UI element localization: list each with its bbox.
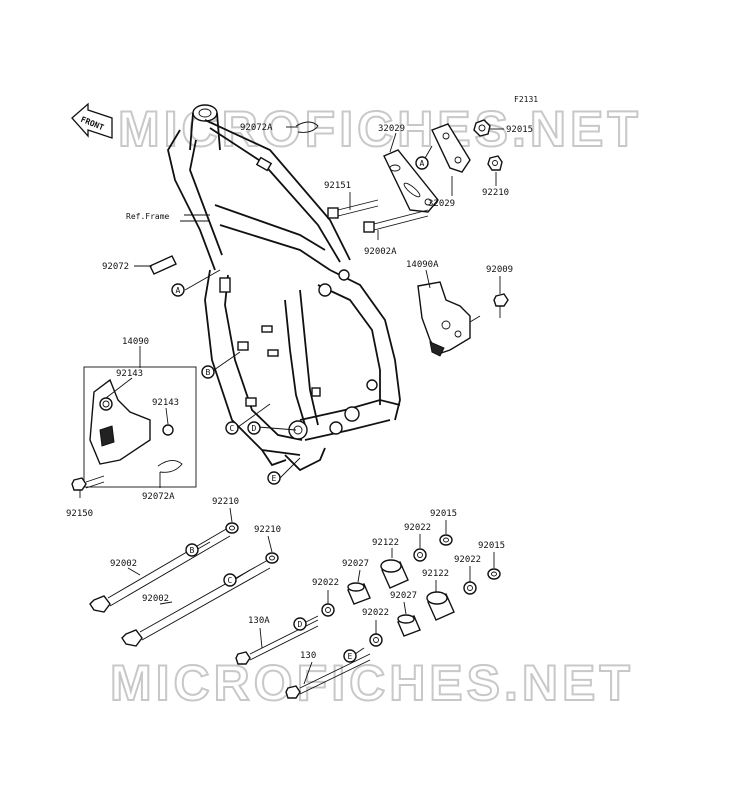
- callout-b-bolt: B: [185, 543, 199, 557]
- label-92072A-top: 92072A: [240, 123, 273, 133]
- label-92022-a: 92022: [404, 523, 431, 533]
- label-92210-top: 92210: [482, 188, 509, 198]
- label-92210-b: 92210: [254, 525, 281, 535]
- svg-text:C: C: [230, 424, 235, 433]
- svg-text:E: E: [272, 474, 277, 483]
- callout-e-bolt: E: [343, 649, 357, 663]
- svg-text:B: B: [190, 546, 195, 555]
- clamp-92072: [149, 255, 177, 275]
- bolt-92150: [71, 475, 105, 491]
- label-92151: 92151: [324, 181, 351, 191]
- label-14090: 14090: [122, 337, 149, 347]
- label-92015-a: 92015: [430, 509, 457, 519]
- bolt-130A: [235, 619, 319, 665]
- label-92072: 92072: [102, 262, 129, 272]
- washer-92022-d: [369, 633, 383, 647]
- label-92002-a: 92002: [110, 559, 137, 569]
- nut-92015-a: [439, 534, 453, 546]
- label-92015-top: 92015: [506, 125, 533, 135]
- frame-illustration: [167, 104, 401, 472]
- svg-text:D: D: [298, 620, 303, 629]
- clip-92072A-top: [295, 121, 319, 133]
- nut-92210-a: [225, 522, 239, 534]
- label-130A: 130A: [248, 616, 270, 626]
- svg-text:C: C: [228, 576, 233, 585]
- spacer-92027-b: [397, 614, 421, 637]
- label-14090A: 14090A: [406, 260, 439, 270]
- label-92022-d: 92022: [362, 608, 389, 618]
- label-92002A: 92002A: [364, 247, 397, 257]
- callout-b-frame: B: [201, 365, 215, 379]
- engine-bracket-32029-bottom: [383, 149, 439, 213]
- callout-e-frame: E: [267, 471, 281, 485]
- nut-92210-b: [265, 552, 279, 564]
- label-92009: 92009: [486, 265, 513, 275]
- svg-text:A: A: [420, 159, 425, 168]
- clip-92072A-bottom: [157, 460, 183, 473]
- washer-92022-a: [413, 548, 427, 562]
- guard-14090: [83, 366, 197, 488]
- engine-bracket-32029-top: [431, 123, 471, 173]
- collar-92122-b: [426, 591, 455, 621]
- watermark-bottom: MICROFICHES.NET: [110, 655, 634, 711]
- label-92022-b: 92022: [454, 555, 481, 565]
- washer-92022-b: [463, 581, 477, 595]
- label-92122-b: 92122: [422, 569, 449, 579]
- nut-92015-b: [487, 568, 501, 580]
- nut-92015-top: [473, 119, 491, 137]
- guard-14090A: [417, 281, 471, 357]
- svg-text:E: E: [348, 652, 353, 661]
- label-92143-left: 92143: [116, 369, 143, 379]
- label-92002-b: 92002: [142, 594, 169, 604]
- svg-text:B: B: [206, 368, 211, 377]
- callout-a-top: A: [415, 156, 429, 170]
- label-92072A-bottom: 92072A: [142, 492, 175, 502]
- label-92122-a: 92122: [372, 538, 399, 548]
- washer-92022-c: [321, 603, 335, 617]
- callout-d-bolt: D: [293, 617, 307, 631]
- diagram-id: F2131: [514, 95, 538, 104]
- nut-92210-top: [487, 155, 503, 171]
- label-32029-bottom: 32029: [428, 199, 455, 209]
- label-92015-b: 92015: [478, 541, 505, 551]
- bolt-130: [285, 653, 371, 699]
- bolt-92151: [327, 199, 379, 219]
- spacer-92027-a: [347, 582, 371, 605]
- collar-92122-a: [380, 559, 409, 589]
- callout-a-frame: A: [171, 283, 185, 297]
- callout-c-bolt: C: [223, 573, 237, 587]
- label-92027-a: 92027: [342, 559, 369, 569]
- svg-text:A: A: [176, 286, 181, 295]
- svg-text:D: D: [252, 424, 257, 433]
- bolt-92002A: [363, 209, 429, 233]
- ref-frame-label: Ref.Frame: [126, 212, 170, 221]
- label-92027-b: 92027: [390, 591, 417, 601]
- label-32029-top: 32029: [378, 124, 405, 134]
- label-92210-a: 92210: [212, 497, 239, 507]
- label-92143-right: 92143: [152, 398, 179, 408]
- label-92022-c: 92022: [312, 578, 339, 588]
- callout-c-frame: C: [225, 421, 239, 435]
- callout-d-frame: D: [247, 421, 261, 435]
- bolt-92009: [493, 293, 509, 318]
- front-arrow-icon: FRONT: [71, 102, 113, 139]
- label-92150: 92150: [66, 509, 93, 519]
- bolt-92002-a: [89, 527, 231, 613]
- label-130: 130: [300, 651, 316, 661]
